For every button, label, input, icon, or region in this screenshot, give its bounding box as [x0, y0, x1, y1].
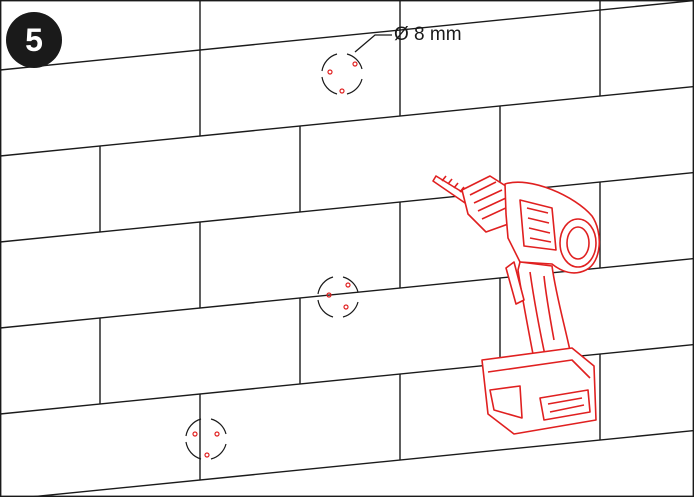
hole-diameter-label: Ø 8 mm [394, 24, 462, 45]
drill-hole-marks-icon [185, 418, 227, 460]
drill-icon [432, 175, 601, 435]
mortar-line [0, 0, 694, 71]
step-number-badge: 5 [6, 12, 62, 68]
mortar-line [0, 171, 694, 243]
mortar-line [0, 85, 694, 157]
dimension-leader-line [354, 34, 392, 53]
mortar-line [0, 429, 694, 501]
drill-hole-marks-icon [317, 276, 359, 318]
mortar-line [0, 257, 694, 329]
drill-hole-marks-icon [321, 53, 363, 95]
